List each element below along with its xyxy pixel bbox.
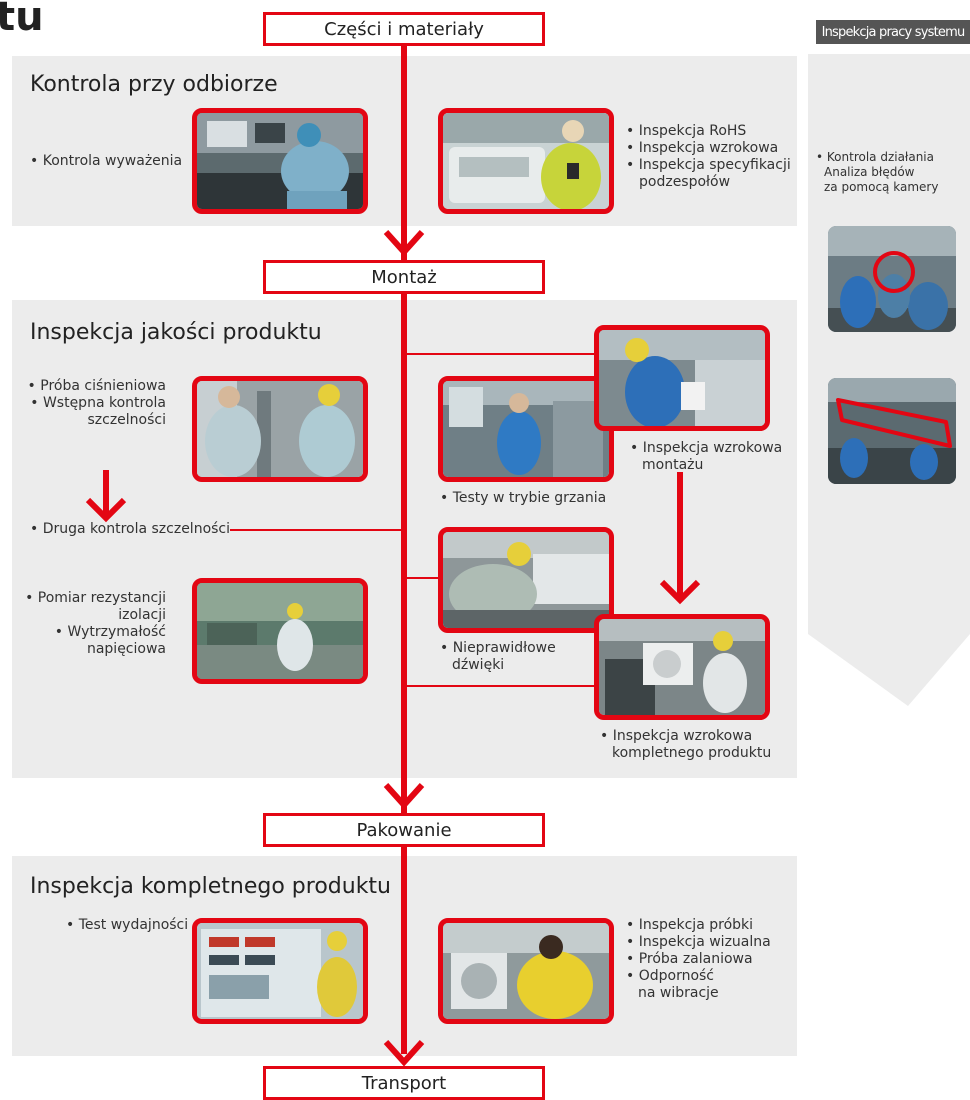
visual-assembly-item: • Inspekcja wzrokowa [630,440,783,456]
stage-transport: Transport [263,1066,545,1100]
heating-test-label: • Testy w trybie grzania [440,490,607,506]
stage-packaging: Pakowanie [263,813,545,847]
visual-assembly-list: • Inspekcja wzrokowa montażu [630,440,782,474]
visual-complete-product-photo [594,614,770,720]
error-analysis-item: Analiza błędów [824,165,915,179]
quality-title: Inspekcja jakości produktu [30,320,322,345]
sidebar-text: • Kontrola działania Analiza błędów za p… [816,150,938,195]
bottom-connector [402,685,598,687]
vibration-item: na wibracje [638,985,719,1001]
page-title-fragment: tu [0,0,44,40]
components-item: podzespołów [639,174,731,190]
sample-inspection-item: • Inspekcja próbki [626,917,754,933]
operation-check-item: • Kontrola działania [816,150,934,164]
heating-connector [402,353,598,355]
second-leak-connector [230,529,402,531]
down-arrow-icon [659,472,701,605]
down-arrow-icon [85,470,127,523]
camera-photo-2 [828,378,956,484]
heating-test-photo [438,376,614,482]
leak-tightness-item: szczelności [87,412,166,428]
insulation-item: izolacji [118,607,166,623]
second-leak-check-label: • Druga kontrola szczelności [30,521,231,537]
spec-item: • Inspekcja specyfikacji [626,157,791,173]
performance-test-label: • Test wydajności [66,917,189,933]
pressure-test-list: • Próba ciśnieniowa • Wstępna kontrola s… [28,378,166,429]
visual-inspection-item: • Inspekcja wizualna [626,934,771,950]
flow-line [383,44,425,1067]
voltage-item: napięciowa [86,641,166,657]
final-title: Inspekcja kompletnego produktu [30,874,392,899]
rohs-inspection-photo [438,108,614,214]
performance-test-photo [192,918,368,1024]
pressure-test-item: • Próba ciśnieniowa [27,378,166,394]
receiving-right-list: • Inspekcja RoHS • Inspekcja wzrokowa • … [626,123,791,191]
resistance-item: • Odporność [626,968,715,984]
flood-test-item: • Próba zalaniowa [626,951,753,967]
insulation-test-photo [192,578,368,684]
receiving-title: Kontrola przy odbiorze [30,72,278,97]
balance-check-label: • Kontrola wyważenia [30,153,183,169]
visual-assembly-photo [594,325,770,431]
sounds-item: dźwięki [452,657,505,673]
complete-product-item: kompletnego produktu [612,745,772,761]
abnormal-noise-item: • Nieprawidłowe [440,640,556,656]
visual-complete-list: • Inspekcja wzrokowa kompletnego produkt… [600,728,771,762]
dielectric-strength-item: • Wytrzymałość [54,624,166,640]
sample-inspection-photo [438,918,614,1024]
noise-connector [402,577,440,579]
camera-photo-1 [828,226,956,332]
insulation-resistance-item: • Pomiar rezystancji [25,590,166,606]
initial-leak-item: • Wstępna kontrola [30,395,166,411]
balance-check-photo [192,108,368,214]
insulation-list: • Pomiar rezystancji izolacji • Wytrzyma… [25,590,166,658]
sidebar-header: Inspekcja pracy systemu [816,20,970,44]
assembly-item: montażu [642,457,704,473]
noise-list: • Nieprawidłowe dźwięki [440,640,556,674]
final-right-list: • Inspekcja próbki • Inspekcja wizualna … [626,917,771,1002]
rohs-item: • Inspekcja RoHS [626,123,747,139]
stage-assembly: Montaż [263,260,545,294]
stage-parts-materials: Części i materiały [263,12,545,46]
visual-complete-item: • Inspekcja wzrokowa [600,728,753,744]
noise-check-photo [438,527,614,633]
camera-item: za pomocą kamery [824,180,939,194]
visual-item: • Inspekcja wzrokowa [626,140,779,156]
pressure-test-photo [192,376,368,482]
